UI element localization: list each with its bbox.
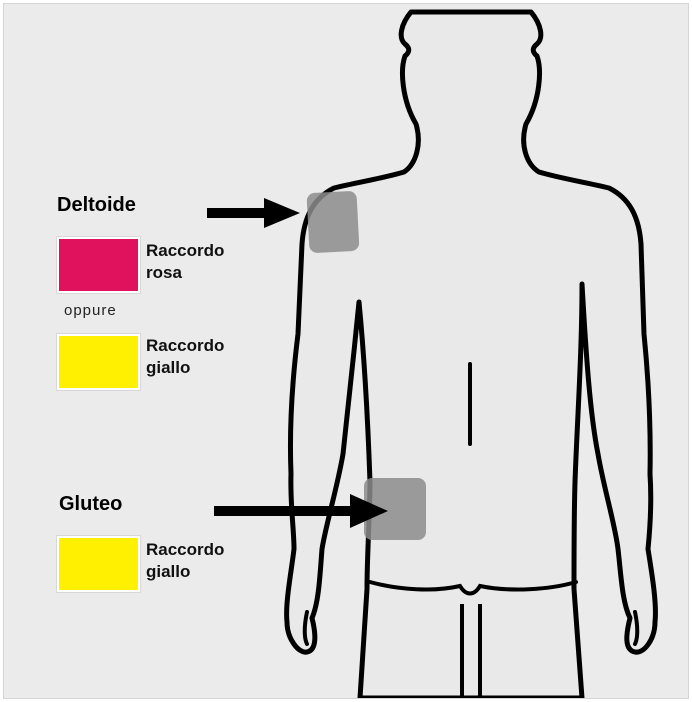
yellow-connector-label-deltoid-line2: giallo — [146, 357, 266, 379]
separator-text: oppure — [64, 302, 117, 319]
yellow-connector-label-gluteal-line2: giallo — [146, 561, 266, 583]
right-hand-detail — [635, 612, 637, 644]
pink-connector-label: Raccordo rosa — [146, 240, 266, 284]
yellow-connector-swatch-gluteal — [57, 536, 140, 592]
deltoid-injection-site — [306, 191, 359, 254]
left-hand-detail — [305, 612, 307, 644]
pink-connector-label-line1: Raccordo — [146, 240, 266, 262]
gluteal-title: Gluteo — [59, 493, 122, 516]
pink-connector-label-line2: rosa — [146, 262, 266, 284]
pink-connector-swatch — [57, 237, 140, 293]
yellow-connector-label-gluteal: Raccordo giallo — [146, 539, 266, 583]
yellow-connector-label-gluteal-line1: Raccordo — [146, 539, 266, 561]
yellow-connector-label-deltoid: Raccordo giallo — [146, 335, 266, 379]
diagram-frame: Deltoide Raccordo rosa oppure Raccordo g… — [3, 3, 689, 699]
deltoid-arrow — [207, 198, 300, 228]
deltoid-title: Deltoide — [57, 194, 136, 217]
yellow-connector-swatch-deltoid — [57, 334, 140, 390]
yellow-connector-label-deltoid-line1: Raccordo — [146, 335, 266, 357]
